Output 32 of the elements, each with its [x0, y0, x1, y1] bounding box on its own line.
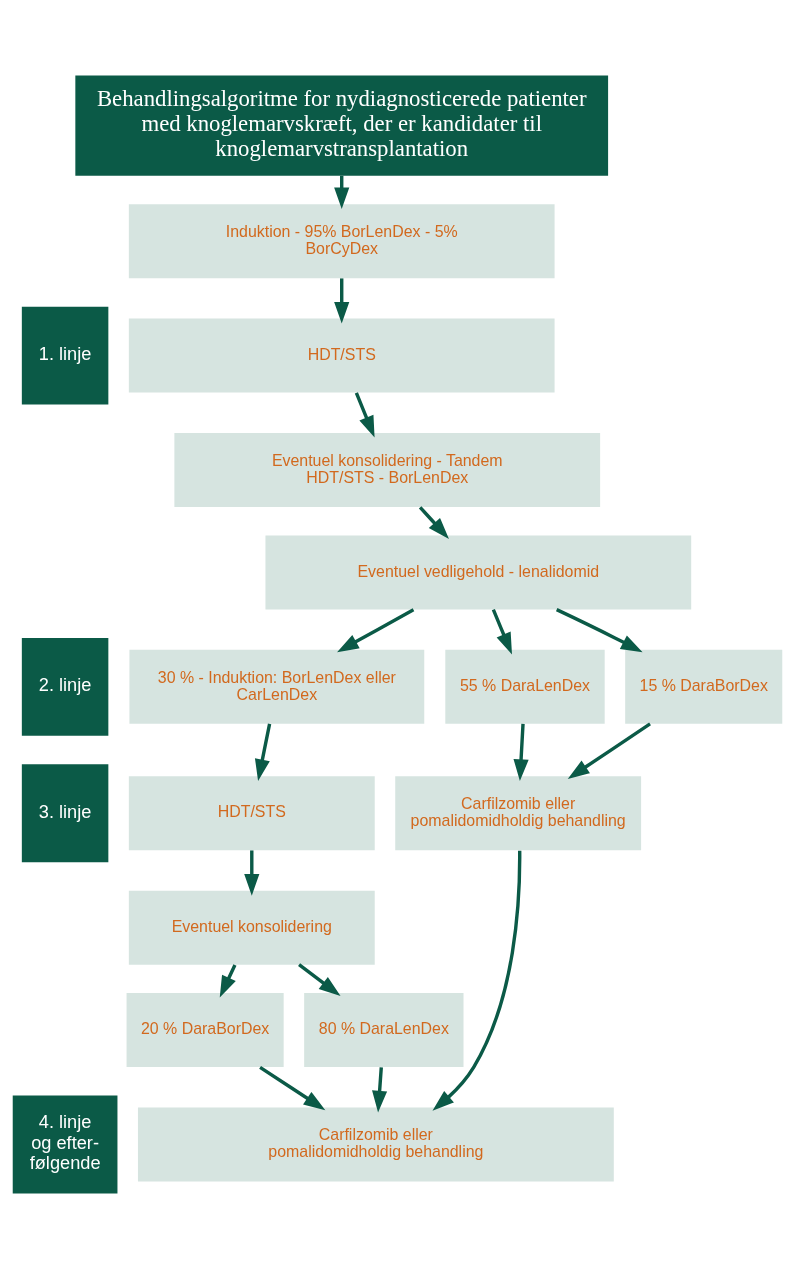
- arrow: [491, 608, 512, 654]
- node-box: 1. linje: [21, 306, 109, 405]
- arrow: [298, 962, 341, 996]
- arrow: [418, 505, 449, 539]
- node-box: HDT/STS: [128, 775, 375, 850]
- node-box: Behandlingsalgoritme for nydiagnosticerede patienter med knoglemarvskræft, der er kandidater til knoglemarvstransplantation: [75, 75, 609, 176]
- arrow: [337, 607, 415, 652]
- node-box: Eventuel konsolidering: [128, 890, 375, 965]
- node-box: Eventuel konsolidering - Tandem HDT/STS - BorLenDex: [174, 432, 601, 507]
- node-box: Induktion - 95% BorLenDex - 5% BorCyDex: [128, 203, 555, 278]
- arrow: [555, 607, 643, 652]
- arrow: [334, 277, 350, 324]
- arrow: [244, 849, 260, 896]
- node-box: Carfilzomib eller pomalidomidholdig behandling: [395, 775, 642, 850]
- node-box: 30 % - Induktion: BorLenDex eller CarLenDex: [129, 649, 425, 724]
- arrow: [567, 721, 651, 779]
- node-box: 3. linje: [21, 763, 109, 862]
- node-box: 20 % DaraBorDex: [126, 992, 284, 1067]
- arrow: [513, 723, 529, 781]
- arrow: [259, 1065, 326, 1110]
- node-box: 15 % DaraBorDex: [625, 649, 783, 724]
- node-box: 80 % DaraLenDex: [304, 992, 464, 1067]
- arrow: [254, 723, 272, 781]
- arrow: [372, 1066, 388, 1112]
- node-box: HDT/STS: [128, 318, 555, 393]
- node-box: 2. linje: [21, 637, 109, 736]
- node-box: Carfilzomib eller pomalidomidholdig behandling: [137, 1107, 614, 1181]
- node-box: 4. linje og efter- følgende: [12, 1095, 118, 1193]
- node-box: Eventuel vedligehold - lenalidomid: [265, 534, 692, 609]
- arrow: [432, 850, 522, 1111]
- arrow: [354, 391, 375, 438]
- node-box: 55 % DaraLenDex: [445, 649, 605, 724]
